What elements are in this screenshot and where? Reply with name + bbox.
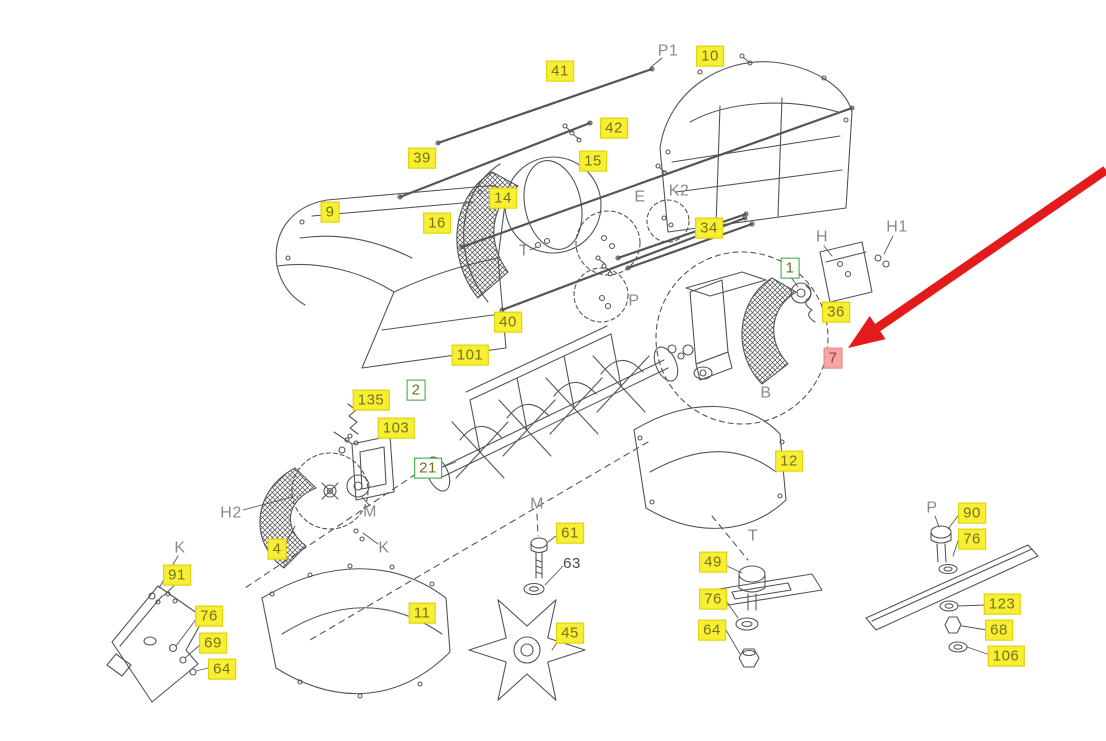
part-label-16[interactable]: 16 — [423, 212, 451, 234]
ref-letter-t: T — [518, 242, 530, 260]
chopper-rotor — [425, 325, 679, 492]
part-label-69[interactable]: 69 — [199, 632, 227, 654]
screen-right — [741, 277, 797, 385]
part-label-highlighted-7[interactable]: 7 — [823, 347, 843, 369]
part-label-101[interactable]: 101 — [451, 344, 489, 366]
part-label-64-25[interactable]: 64 — [698, 619, 726, 641]
part-label-9[interactable]: 9 — [320, 201, 340, 223]
part-label-14[interactable]: 14 — [489, 187, 517, 209]
part-label-10[interactable]: 10 — [696, 45, 724, 67]
part-label-135[interactable]: 135 — [352, 389, 390, 411]
guide-lines — [244, 441, 749, 641]
part-label-90[interactable]: 90 — [958, 502, 986, 524]
hub-detail — [321, 482, 339, 500]
ref-letter-b: B — [760, 384, 772, 402]
part-label-42[interactable]: 42 — [600, 117, 628, 139]
red-arrow — [848, 166, 1106, 348]
part-label-4[interactable]: 4 — [267, 538, 287, 560]
part-label-41[interactable]: 41 — [546, 60, 574, 82]
blower-assembly — [655, 241, 890, 425]
part-label-34[interactable]: 34 — [695, 217, 723, 239]
part-label-64[interactable]: 64 — [208, 658, 236, 680]
ref-letter-k2: K2 — [668, 182, 690, 200]
small-screws — [165, 53, 753, 604]
part-label-15[interactable]: 15 — [579, 150, 607, 172]
part-label-49[interactable]: 49 — [699, 551, 727, 573]
ref-letter-p1: P1 — [657, 42, 679, 60]
part-label-76[interactable]: 76 — [195, 605, 223, 627]
side-plate — [106, 585, 205, 703]
part-label-76-27[interactable]: 76 — [958, 528, 986, 550]
ref-letter-m-9: M — [530, 495, 544, 513]
bolt-and-washer — [523, 537, 548, 596]
ref-letter-h1: H1 — [886, 218, 908, 236]
ref-letter-e: E — [634, 188, 646, 206]
star-wheel — [468, 599, 586, 701]
part-label-11[interactable]: 11 — [408, 602, 436, 624]
part-label-36[interactable]: 36 — [822, 301, 850, 323]
shell-right — [633, 405, 787, 529]
drum-screen — [456, 163, 519, 303]
part-label-39[interactable]: 39 — [408, 147, 436, 169]
part-label-103[interactable]: 103 — [377, 417, 415, 439]
ref-letter-t-10: T — [747, 527, 759, 545]
part-label-106[interactable]: 106 — [987, 645, 1025, 667]
part-label-91[interactable]: 91 — [163, 564, 191, 586]
part-label-21[interactable]: 21 — [414, 457, 442, 479]
part-label-61[interactable]: 61 — [556, 522, 584, 544]
ref-letter-k: K — [378, 539, 390, 557]
ref-letter-h: H — [815, 228, 829, 246]
ref-letter-h2: H2 — [220, 504, 242, 522]
ref-letter-p-14: P — [926, 499, 938, 517]
rod-ends — [397, 66, 855, 313]
ref-letter-p: P — [628, 292, 640, 310]
part-label-1[interactable]: 1 — [780, 257, 800, 279]
part-label-2[interactable]: 2 — [406, 379, 426, 401]
part-label-68[interactable]: 68 — [985, 619, 1013, 641]
part-label-63: 63 — [563, 555, 581, 573]
part-label-45[interactable]: 45 — [556, 622, 584, 644]
part-label-40[interactable]: 40 — [494, 311, 522, 333]
part-label-12[interactable]: 12 — [775, 450, 803, 472]
part-label-123[interactable]: 123 — [983, 593, 1021, 615]
ref-letter-k-13: K — [174, 539, 186, 557]
ref-letter-m: M — [363, 503, 377, 521]
part-label-76-24[interactable]: 76 — [699, 588, 727, 610]
counter-knife-kit — [865, 525, 1039, 653]
